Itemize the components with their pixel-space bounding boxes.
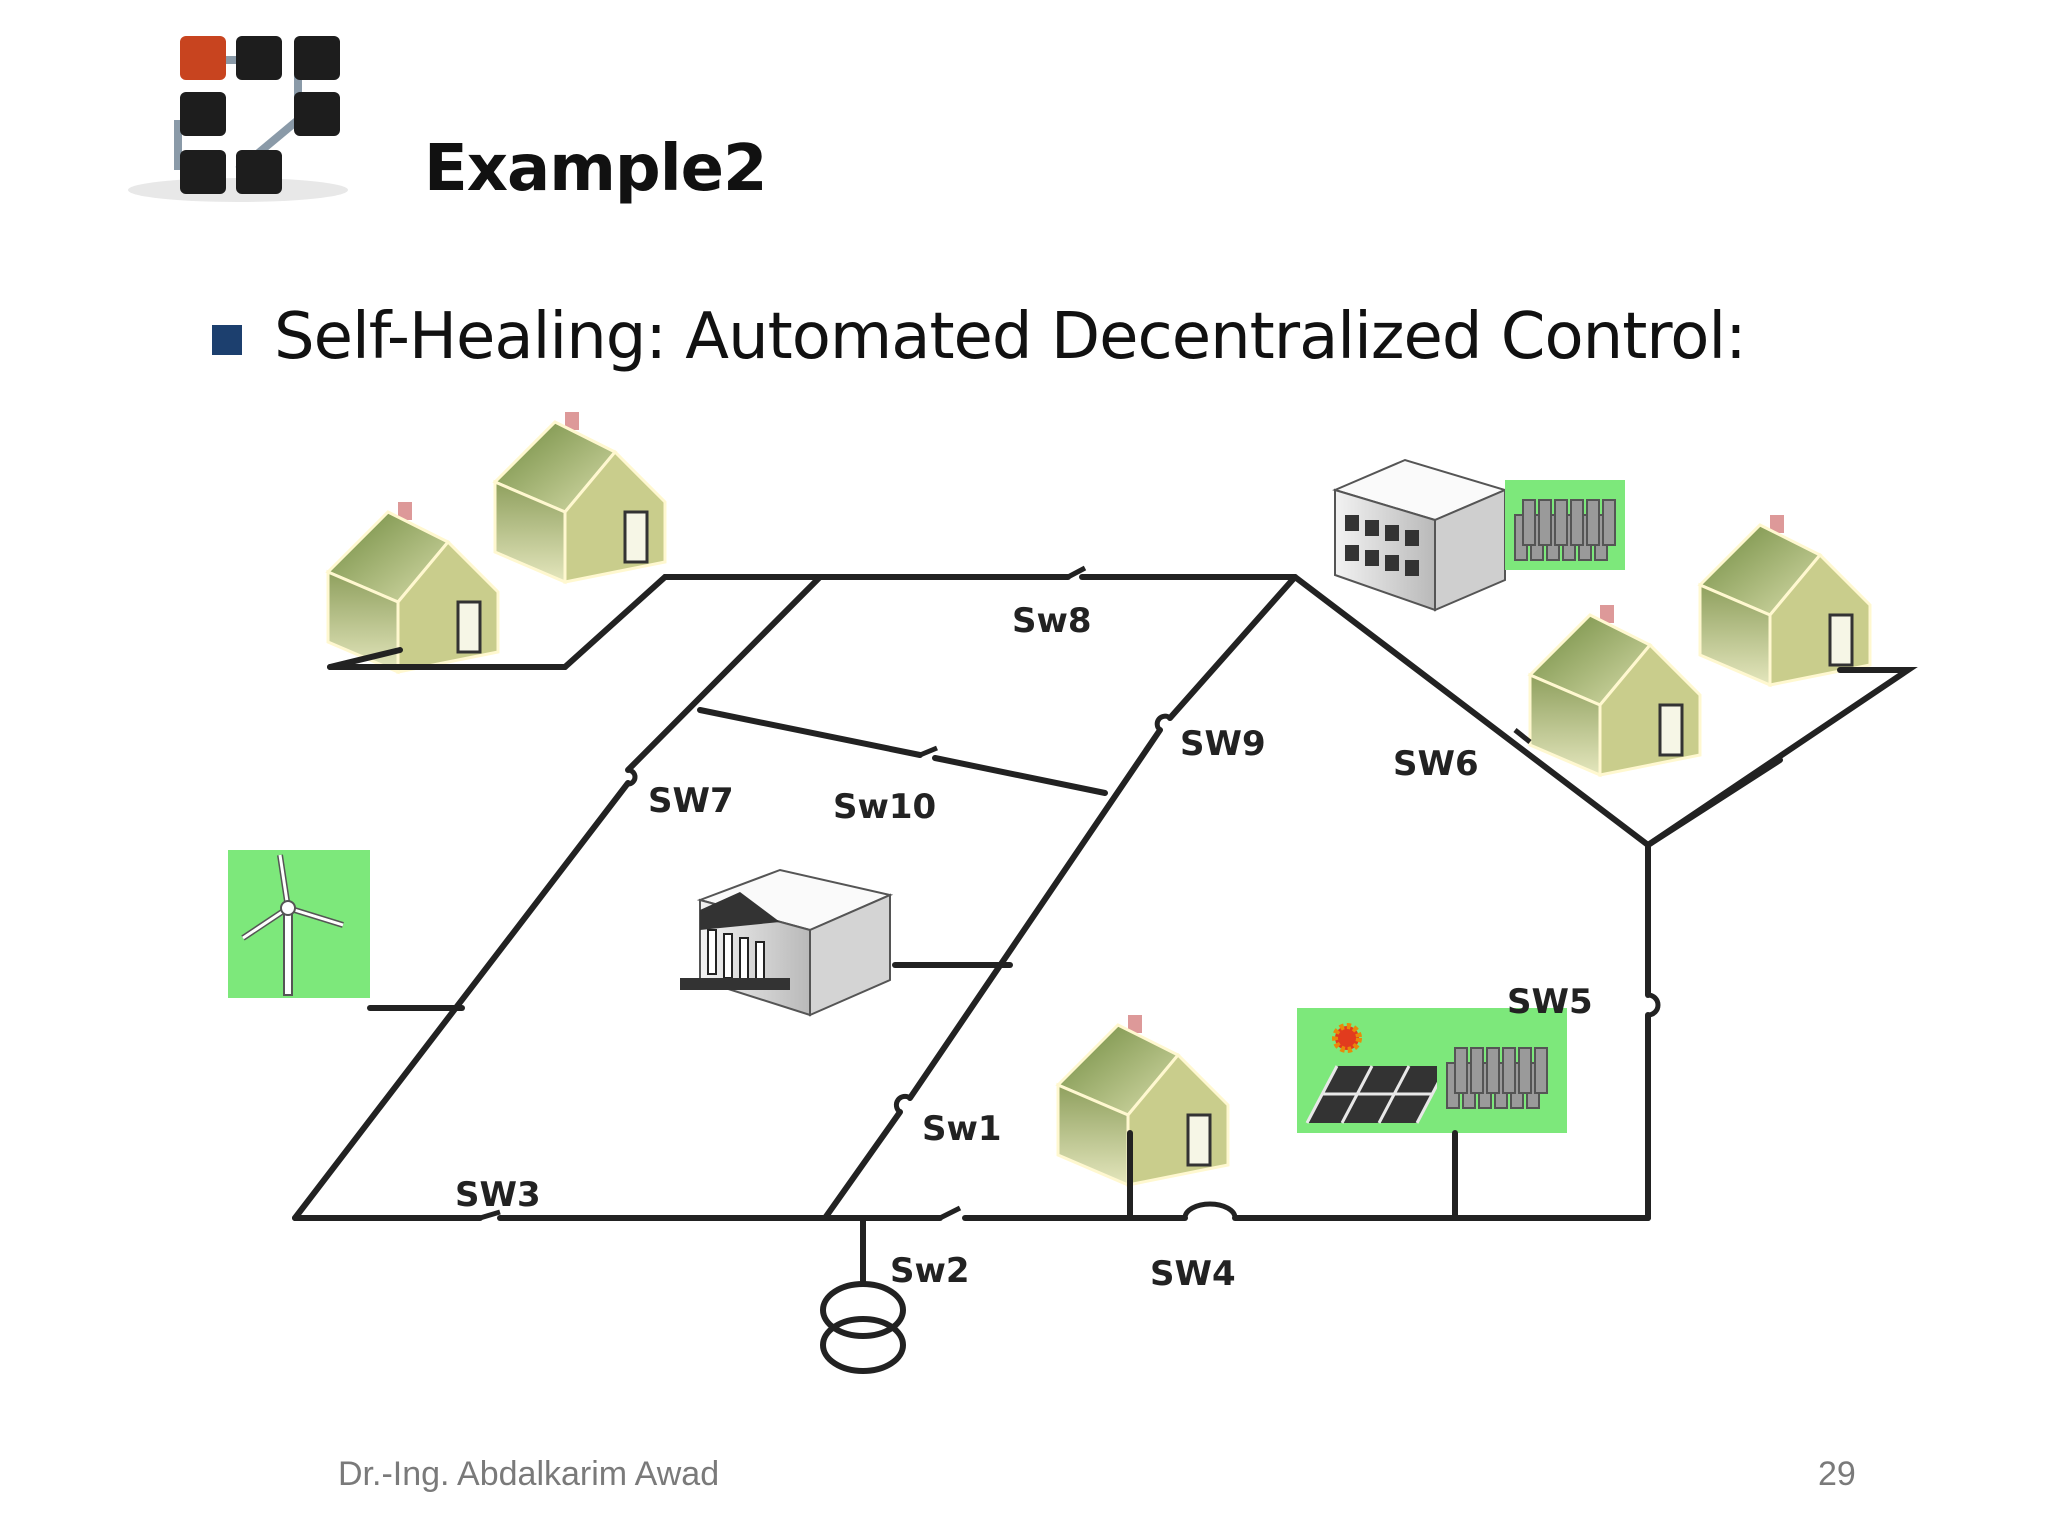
- page-number: 29: [1818, 1455, 1856, 1493]
- office-building-icon: [1332, 458, 1508, 612]
- slide-logo-icon: [128, 36, 348, 202]
- sw2-switch: [938, 1205, 962, 1221]
- sw1-switch: [893, 1093, 912, 1115]
- sw10-switch: [919, 745, 938, 758]
- house-icon: [326, 500, 500, 674]
- slide-title: Example2: [424, 132, 768, 206]
- house-icon: [1528, 603, 1702, 777]
- sw5-label: SW5: [1507, 982, 1593, 1022]
- wind-turbine-icon: [228, 850, 370, 998]
- bullet-square-icon: [212, 325, 242, 355]
- sw4-label: SW4: [1150, 1254, 1236, 1294]
- house-icon: [493, 410, 667, 584]
- battery-storage-icon: [1504, 479, 1626, 571]
- sw10-label: Sw10: [833, 787, 936, 827]
- transformer-icon: [820, 1215, 906, 1374]
- sw6-label: SW6: [1393, 744, 1479, 784]
- sw8-label: Sw8: [1012, 601, 1092, 641]
- sw7-switch: [627, 767, 638, 787]
- sw2-label: Sw2: [890, 1251, 970, 1291]
- sw6-switch: [1513, 728, 1532, 744]
- sw4-switch: [1182, 1201, 1238, 1219]
- house-icon: [1056, 1013, 1230, 1187]
- sw3-switch: [479, 1209, 501, 1221]
- sun-icon: [1332, 1023, 1362, 1053]
- house-icon: [1698, 513, 1872, 687]
- sw9-switch: [1154, 713, 1172, 732]
- sw9-label: SW9: [1180, 724, 1266, 764]
- network-lines: [292, 574, 1918, 1221]
- sw7-label: SW7: [648, 781, 734, 821]
- sw1-label: Sw1: [922, 1109, 1002, 1149]
- sw8-switch: [1066, 565, 1087, 580]
- sw5-switch: [1647, 992, 1661, 1018]
- bullet-text: Self-Healing: Automated Decentralized Co…: [274, 300, 1747, 374]
- solar-panel-icon: [1297, 1008, 1567, 1133]
- footer-author: Dr.-Ing. Abdalkarim Awad: [338, 1455, 720, 1493]
- bank-building-icon: [680, 868, 894, 1017]
- sw3-label: SW3: [455, 1175, 541, 1215]
